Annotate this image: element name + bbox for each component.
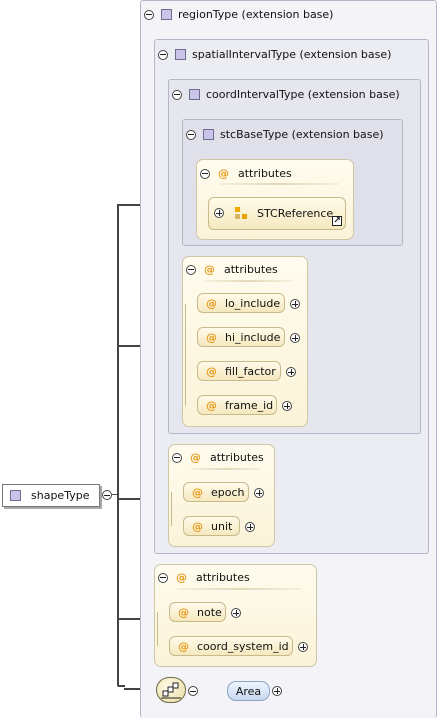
attribute-icon: @ — [176, 571, 187, 584]
coord-attributes-header: @ attributes — [186, 263, 278, 276]
collapse-toggle[interactable] — [158, 572, 168, 583]
root-label: shapeType — [31, 489, 90, 502]
attribute-frame-id[interactable]: @ frame_id — [197, 395, 277, 415]
collapse-toggle[interactable] — [200, 168, 210, 179]
choice-icon — [161, 682, 181, 699]
expand-toggle[interactable] — [290, 299, 300, 309]
attr-branch-line — [185, 304, 186, 406]
attribute-label: epoch — [211, 485, 245, 499]
attribute-icon: @ — [190, 451, 201, 464]
attribute-icon: @ — [218, 167, 229, 180]
spatial-attributes-header: @ attributes — [172, 451, 264, 464]
attributes-title: attributes — [224, 263, 278, 276]
area-element[interactable]: Area — [227, 681, 270, 701]
branch-region-attributes — [117, 618, 157, 620]
attr-branch-line — [157, 612, 158, 646]
type-label: coordIntervalType (extension base) — [206, 88, 400, 101]
stcreference-element[interactable]: STCReference ↗ — [208, 197, 346, 230]
complex-type-icon — [175, 49, 186, 60]
complex-type-icon — [161, 9, 172, 20]
collapse-toggle[interactable] — [172, 89, 182, 100]
expand-toggle[interactable] — [254, 488, 264, 498]
collapse-toggle[interactable] — [172, 452, 182, 463]
complex-type-icon — [189, 89, 200, 100]
element-label: Area — [235, 684, 262, 698]
attribute-fill-factor[interactable]: @ fill_factor — [197, 361, 281, 381]
shapeType-root[interactable]: shapeType — [2, 484, 100, 507]
stcBaseType-header: stcBaseType (extension base) — [186, 128, 384, 141]
expand-toggle[interactable] — [214, 208, 224, 218]
attribute-group-icon — [235, 207, 247, 219]
attribute-note[interactable]: @ note — [169, 602, 226, 622]
collapse-toggle[interactable] — [158, 49, 168, 60]
expand-toggle[interactable] — [245, 522, 255, 532]
attribute-label: fill_factor — [225, 364, 276, 378]
attribute-icon: @ — [192, 519, 203, 533]
attribute-label: note — [197, 605, 222, 619]
attributes-title: attributes — [238, 167, 292, 180]
attribute-label: hi_include — [225, 330, 281, 344]
attribute-epoch[interactable]: @ epoch — [183, 482, 249, 502]
attribute-label: unit — [211, 519, 233, 533]
complex-type-icon — [10, 490, 21, 501]
stc-attributes-header: @ attributes — [200, 167, 292, 180]
attribute-icon: @ — [206, 364, 217, 378]
expand-toggle[interactable] — [290, 333, 300, 343]
attribute-icon: @ — [206, 398, 217, 412]
expand-toggle[interactable] — [298, 642, 308, 652]
attribute-label: frame_id — [225, 398, 274, 412]
choice-compositor[interactable] — [156, 677, 186, 703]
root-connector — [112, 494, 118, 495]
attribute-unit[interactable]: @ unit — [183, 516, 240, 536]
expand-toggle[interactable] — [231, 608, 241, 618]
element-label: STCReference — [257, 207, 334, 220]
attribute-icon: @ — [178, 639, 189, 653]
spatialIntervalType-header: spatialIntervalType (extension base) — [158, 48, 391, 61]
attributes-title: attributes — [210, 451, 264, 464]
separator — [205, 280, 293, 282]
expand-toggle[interactable] — [286, 367, 296, 377]
expand-toggle[interactable] — [272, 686, 282, 696]
type-label: stcBaseType (extension base) — [220, 128, 384, 141]
attribute-label: lo_include — [225, 296, 281, 310]
collapse-toggle[interactable] — [186, 129, 196, 140]
attribute-icon: @ — [178, 605, 189, 619]
separator — [177, 588, 302, 590]
attribute-icon: @ — [206, 296, 217, 310]
type-label: regionType (extension base) — [178, 8, 334, 21]
attribute-coord-system-id[interactable]: @ coord_system_id — [169, 636, 293, 656]
region-attributes-header: @ attributes — [158, 571, 250, 584]
reference-arrow-icon[interactable]: ↗ — [332, 216, 342, 226]
attribute-icon: @ — [206, 330, 217, 344]
attribute-hi-include[interactable]: @ hi_include — [197, 327, 285, 347]
regionType-header: regionType (extension base) — [144, 8, 333, 21]
collapse-toggle[interactable] — [144, 9, 154, 20]
attribute-lo-include[interactable]: @ lo_include — [197, 293, 285, 313]
tree-vertical-line — [117, 204, 119, 685]
attribute-icon: @ — [192, 485, 203, 499]
expand-toggle[interactable] — [282, 401, 292, 411]
complex-type-icon — [203, 129, 214, 140]
coordIntervalType-header: coordIntervalType (extension base) — [172, 88, 400, 101]
attributes-title: attributes — [196, 571, 250, 584]
collapse-toggle[interactable] — [188, 686, 198, 696]
attr-branch-line — [171, 492, 172, 526]
type-label: spatialIntervalType (extension base) — [192, 48, 392, 61]
separator — [191, 468, 260, 470]
separator — [219, 183, 339, 185]
branch-choice — [117, 685, 125, 687]
attribute-icon: @ — [204, 263, 215, 276]
collapse-toggle[interactable] — [186, 264, 196, 275]
collapse-toggle[interactable] — [102, 490, 112, 500]
attribute-label: coord_system_id — [197, 639, 289, 653]
